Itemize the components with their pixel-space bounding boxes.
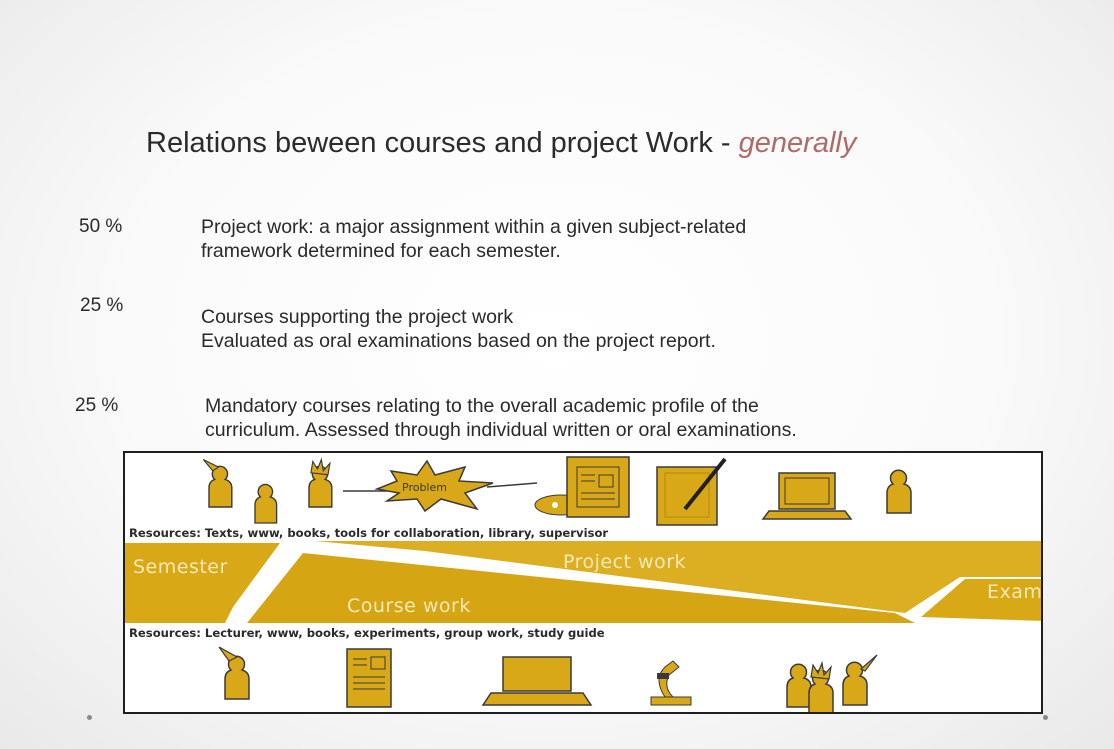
row-1-line-1: Project work: a major assignment within …: [201, 216, 747, 238]
document-icon: [346, 648, 392, 708]
course-work-band: [247, 553, 915, 623]
row-3-line-1: Mandatory courses relating to the overal…: [205, 395, 759, 417]
corner-dot-left: [87, 715, 92, 720]
row-3-percent: 25 %: [75, 395, 119, 416]
laptop-icon: [481, 656, 593, 706]
row-2-line-1: Courses supporting the project work: [201, 306, 514, 328]
course-work-label: Course work: [347, 595, 471, 617]
semester-label: Semester: [133, 556, 228, 578]
project-work-band: [243, 541, 1041, 613]
row-2-percent: 25 %: [80, 295, 124, 316]
semester-band: [125, 543, 280, 607]
resources-bottom: Resources: Lecturer, www, books, experim…: [128, 626, 606, 640]
person-icon: [886, 469, 912, 514]
row-1-text: Project work: a major assignment within …: [201, 215, 746, 263]
problem-label: Problem: [402, 481, 447, 494]
corner-dot-right: [1043, 715, 1048, 720]
title-emphasis: generally: [738, 127, 857, 159]
person-icon: [202, 458, 233, 508]
semester-band-bottom: [125, 607, 233, 623]
person-icon: [786, 663, 812, 708]
notepad-pen-icon: [656, 457, 727, 526]
project-work-label: Project work: [563, 551, 687, 573]
person-icon: [842, 654, 878, 706]
person-icon: [308, 457, 333, 508]
course-project-diagram: Problem Resources: Texts, www, books, to…: [123, 451, 1043, 714]
row-1-percent: 50 %: [79, 216, 123, 237]
exam-band: [921, 579, 1041, 621]
laptop-icon: [761, 472, 853, 520]
slide-title: Relations beween courses and project Wor…: [146, 127, 1076, 160]
person-icon: [254, 483, 278, 524]
exam-label: Exam: [987, 581, 1043, 603]
diagram-graphics: [125, 456, 1041, 712]
row-2-line-2: Evaluated as oral examinations based on …: [201, 330, 716, 352]
person-icon: [218, 646, 250, 700]
document-icon: [566, 456, 630, 518]
problem-star-icon: [343, 459, 538, 513]
row-1-line-2: framework determined for each semester.: [201, 240, 561, 262]
row-2-text: Courses supporting the project work Eval…: [201, 305, 716, 353]
title-main: Relations beween courses and project Wor…: [146, 127, 739, 159]
row-3-line-2: curriculum. Assessed through individual …: [205, 419, 797, 441]
row-3-text: Mandatory courses relating to the overal…: [205, 394, 797, 442]
microscope-icon: [650, 660, 692, 706]
resources-top: Resources: Texts, www, books, tools for …: [128, 526, 610, 540]
person-icon: [808, 660, 834, 712]
